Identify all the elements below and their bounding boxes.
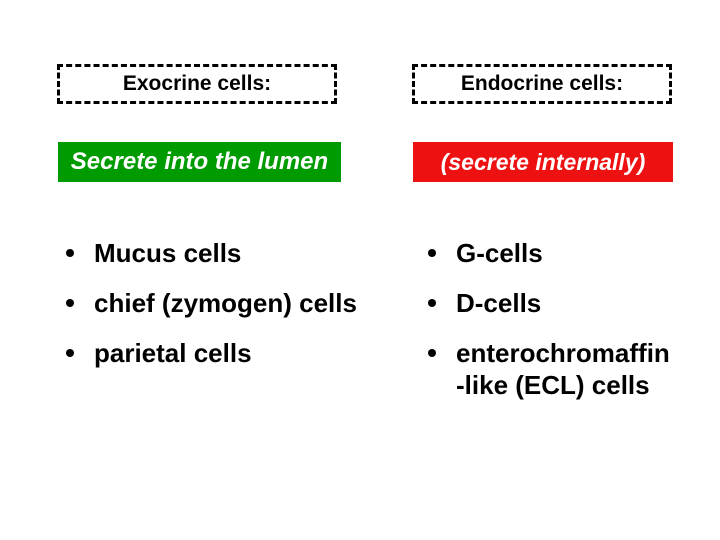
endocrine-banner-label: (secrete internally) — [440, 148, 646, 175]
list-item: chief (zymogen) cells — [64, 287, 394, 319]
bullet-dot — [428, 349, 436, 357]
endocrine-banner: (secrete internally) — [413, 142, 673, 182]
endocrine-header-box: Endocrine cells: — [412, 64, 672, 104]
exocrine-banner-label: Secrete into the lumen — [70, 148, 329, 175]
bullet-label: parietal cells — [94, 338, 252, 368]
list-item: Mucus cells — [64, 237, 394, 269]
list-item: enterochromaffin -like (ECL) cells — [426, 337, 696, 401]
bullet-dot — [66, 249, 74, 257]
bullet-label: enterochromaffin -like (ECL) cells — [456, 338, 670, 400]
exocrine-header-box: Exocrine cells: — [57, 64, 337, 104]
exocrine-header-label: Exocrine cells: — [122, 72, 272, 95]
bullet-label: Mucus cells — [94, 238, 242, 268]
bullet-dot — [428, 299, 436, 307]
bullet-dot — [66, 299, 74, 307]
bullet-dot — [66, 349, 74, 357]
endocrine-bullet-list: G-cells D-cells enterochromaffin -like (… — [426, 237, 696, 419]
bullet-label: D-cells — [456, 288, 542, 318]
exocrine-bullet-list: Mucus cells chief (zymogen) cells pariet… — [64, 237, 394, 387]
exocrine-banner: Secrete into the lumen — [58, 142, 341, 182]
bullet-label: G-cells — [456, 238, 543, 268]
bullet-dot — [428, 249, 436, 257]
endocrine-header-label: Endocrine cells: — [460, 72, 624, 95]
bullet-label: chief (zymogen) cells — [94, 288, 357, 318]
list-item: G-cells — [426, 237, 696, 269]
list-item: D-cells — [426, 287, 696, 319]
list-item: parietal cells — [64, 337, 394, 369]
